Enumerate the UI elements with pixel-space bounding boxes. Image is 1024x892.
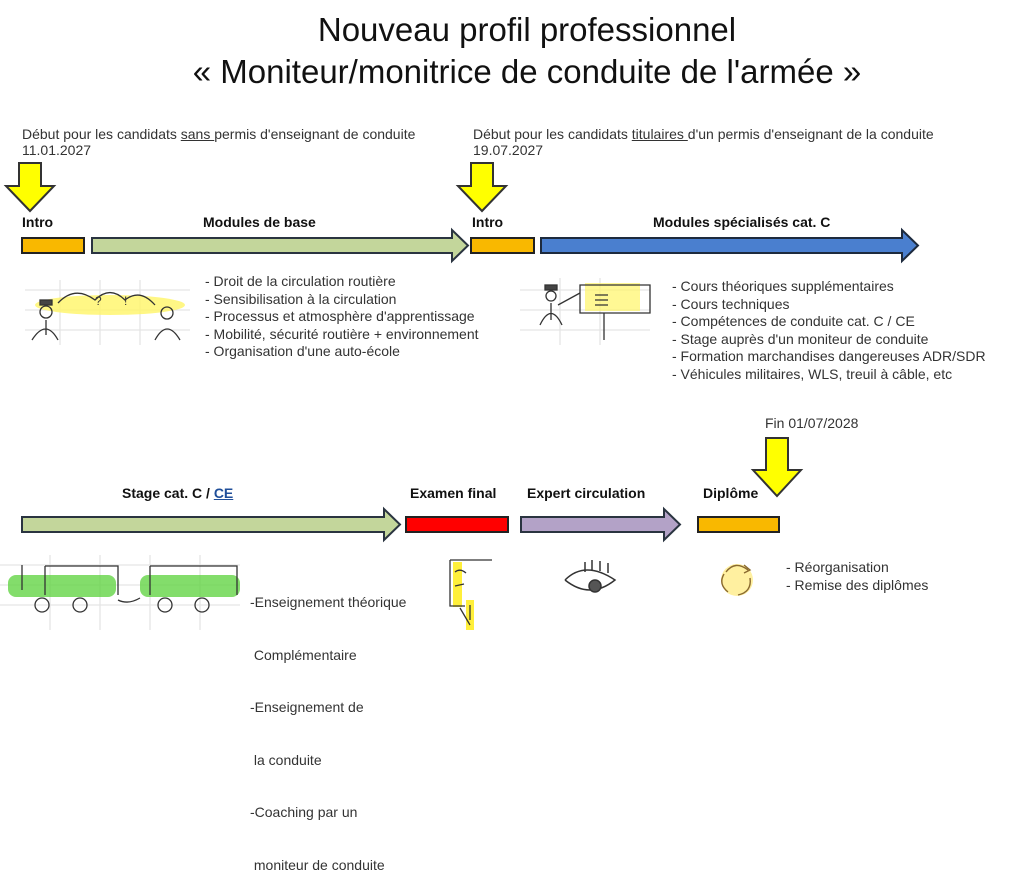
modules-specialises-arrow (540, 227, 920, 264)
phase-label-intro: Intro (22, 214, 54, 230)
phase-label-modules-specialises: Modules spécialisés cat. C (653, 214, 831, 230)
conversation-sketch-icon: ? ! (25, 280, 190, 345)
note-prefix: Début pour les candidats (473, 126, 632, 142)
phase-label-diplome: Diplôme (703, 485, 759, 501)
timeline-graphics: ? ! (0, 162, 920, 630)
stage-list: -Enseignement théorique Complémentaire -… (250, 559, 406, 892)
note-prefix: Début pour les candidats (22, 126, 181, 142)
start-arrow-icon (455, 162, 509, 213)
end-arrow-icon (750, 437, 804, 498)
list-item: - Réorganisation (786, 559, 889, 575)
start-with-note: Début pour les candidats titulaires d'un… (473, 126, 934, 158)
list-item: - Cours théoriques supplémentaires (672, 278, 894, 294)
end-note: Fin 01/07/2028 (765, 415, 859, 431)
list-item: - Véhicules militaires, WLS, treuil à câ… (672, 365, 953, 382)
list-item: -Enseignement de (250, 699, 364, 715)
list-item: Complémentaire (250, 646, 357, 663)
modules-base-list: - Droit de la circulation routière - Sen… (205, 273, 479, 361)
modules-base-arrow (91, 227, 470, 264)
list-item: - Processus et atmosphère d'apprentissag… (205, 308, 475, 324)
exam-sheet-sketch-icon (449, 559, 492, 630)
phase-label-modules-base: Modules de base (203, 214, 316, 230)
list-item: - Sensibilisation à la circulation (205, 290, 397, 307)
title-line1: Nouveau profil professionnel (317, 11, 737, 48)
start-date: 19.07.2027 (473, 142, 544, 158)
list-item: - Stage auprès d'un moniteur de conduite (672, 330, 929, 347)
expert-arrow (520, 506, 682, 543)
intro-bar (21, 237, 85, 254)
start-without-note: Début pour les candidats sans permis d'e… (22, 126, 415, 158)
phase-label-stage: Stage cat. C / CE (122, 485, 233, 501)
list-item: -Enseignement théorique (250, 594, 407, 610)
svg-text:!: ! (124, 294, 127, 308)
title-line2: « Moniteur/monitrice de conduite de l'ar… (192, 53, 862, 90)
note-suffix: permis d'enseignant de conduite (214, 126, 416, 142)
diplome-list: - Réorganisation - Remise des diplômes (786, 559, 928, 594)
list-item: - Cours techniques (672, 295, 790, 312)
list-item: - Formation marchandises dangereuses ADR… (672, 348, 986, 364)
list-item: - Organisation d'une auto-école (205, 343, 400, 359)
modules-specialises-list: - Cours théoriques supplémentaires - Cou… (672, 278, 986, 383)
note-underlined: titulaires (631, 126, 688, 142)
start-date: 11.01.2027 (22, 142, 92, 158)
list-item: moniteur de conduite (250, 856, 385, 873)
svg-text:?: ? (95, 294, 102, 308)
list-item: - Remise des diplômes (786, 576, 929, 593)
note-underlined: sans (180, 126, 215, 142)
list-item: la conduite (250, 751, 322, 768)
truck-sketch-icon (0, 555, 240, 630)
phase-label-intro: Intro (472, 214, 504, 230)
note-suffix: d'un permis d'enseignant de la conduite (687, 126, 934, 142)
stage-ce: CE (213, 485, 234, 501)
eye-sketch-icon (564, 560, 617, 593)
reorganisation-sketch-icon (721, 564, 753, 596)
list-item: - Compétences de conduite cat. C / CE (672, 313, 915, 329)
list-item: - Mobilité, sécurité routière + environn… (205, 325, 479, 342)
examen-bar (405, 516, 509, 533)
phase-label-examen: Examen final (410, 485, 497, 501)
stage-arrow (21, 506, 402, 543)
list-item: -Coaching par un (250, 804, 358, 820)
diplome-bar (697, 516, 780, 533)
teacher-board-sketch-icon (520, 278, 651, 345)
intro-bar (470, 237, 535, 254)
start-arrow-icon (3, 162, 57, 213)
list-item: - Droit de la circulation routière (205, 273, 396, 289)
stage-prefix: Stage cat. C / (122, 485, 214, 501)
phase-label-expert: Expert circulation (527, 485, 646, 501)
